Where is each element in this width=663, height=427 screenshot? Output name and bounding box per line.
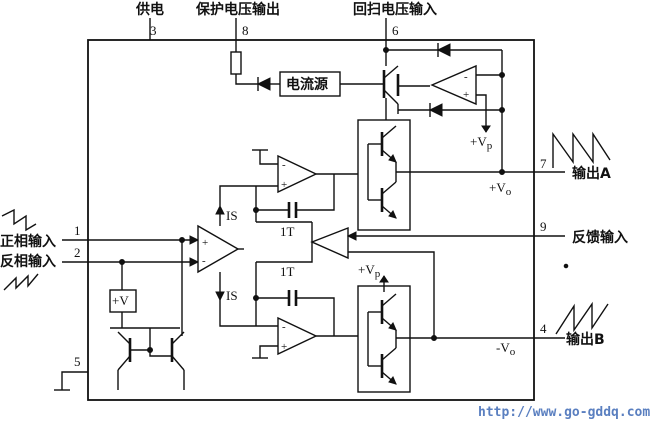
label-out-a: 输出A (572, 165, 611, 182)
driver-b-in (219, 292, 278, 327)
fb-out-down (256, 242, 313, 263)
is-top-arrow (215, 204, 225, 215)
junction-out-b (431, 335, 437, 341)
flyback-diode-top (436, 43, 451, 57)
junction-right-75 (499, 72, 505, 78)
stageB-t1-arrow (388, 322, 397, 331)
output-stage-b (357, 285, 411, 393)
input-amplifier (197, 224, 240, 274)
one-t-bottom: 1T (280, 264, 295, 279)
flyback-opamp-in2 (476, 94, 487, 122)
flyback-opamp-plus: + (463, 89, 469, 101)
label-out-b: 输出B (566, 331, 605, 348)
mirror-t2-c (171, 331, 185, 345)
stageA-t2-c (381, 181, 397, 195)
stageB-t2-c (381, 347, 397, 361)
vo-pos-label: +Vo (489, 180, 512, 198)
vp-bottom-label: +Vp (358, 262, 381, 280)
is-top-label: IS (226, 208, 238, 223)
feedback-opamp (310, 226, 349, 260)
vo-neg-label: -Vo (496, 340, 516, 358)
label-feedback-in: 反馈输入 (572, 229, 628, 246)
vref-label: +V (112, 293, 129, 308)
watermark: http://www.go-gddq.com (478, 405, 650, 420)
flyback-opamp-minus: - (464, 71, 468, 83)
sawtooth-in-bottom (3, 273, 39, 291)
pin-5: 5 (74, 354, 81, 369)
protect-wire (235, 74, 258, 85)
mirror-t1-e (117, 355, 131, 371)
protect-diode (256, 77, 271, 91)
pin-4: 4 (540, 321, 547, 336)
driver-b-minus: - (282, 321, 286, 333)
label-flyback-in: 回扫电压输入 (353, 1, 437, 18)
protect-resistor (230, 51, 242, 75)
mirror-t1-c (117, 331, 131, 345)
vref-box (109, 289, 137, 313)
stageA-t1-arrow (388, 154, 397, 163)
input-1-arrow (189, 235, 200, 245)
feedback-arrow (346, 231, 357, 241)
input-amp-plus: + (202, 237, 208, 249)
stageA-t1-c (381, 125, 397, 139)
driver-a-ref (259, 150, 278, 165)
vp-top-arrow (481, 125, 491, 133)
label-protect-out: 保护电压输出 (195, 1, 280, 18)
vp-bottom-arrow (379, 275, 389, 283)
stageB-t2-arrow (388, 376, 397, 385)
cap-b-right (296, 297, 335, 336)
sawtooth-out-a (552, 131, 611, 168)
pin-6: 6 (392, 23, 399, 38)
current-source-box (279, 71, 341, 97)
vp-top-label: +Vp (470, 134, 493, 152)
current-source-label: 电流源 (286, 76, 328, 93)
pin-8: 8 (242, 23, 249, 38)
label-inv-in: 反相输入 (0, 253, 56, 270)
pin-9: 9 (540, 219, 547, 234)
feedback-sense (348, 251, 435, 338)
flyback-opamp (430, 64, 477, 106)
label-supply: 供电 (135, 1, 164, 18)
cap-a-right (296, 174, 335, 211)
driver-b-plus: + (281, 341, 287, 353)
driver-opamp-b (277, 316, 318, 356)
sawtooth-out-b (555, 301, 609, 335)
pin-7: 7 (540, 156, 547, 171)
stageB-t1-c (381, 293, 397, 307)
pin-2: 2 (74, 245, 81, 260)
label-noninv-in: 正相输入 (0, 233, 56, 250)
is-bottom-label: IS (226, 288, 238, 303)
driver-opamp-a (277, 154, 318, 194)
flyback-diode-lower (428, 103, 443, 117)
one-t-top: 1T (280, 224, 295, 239)
ft-emitter (383, 89, 399, 105)
ic-outline (87, 39, 535, 401)
junction-out-a (499, 169, 505, 175)
driver-a-minus: - (282, 159, 286, 171)
ft-collector (383, 65, 399, 79)
input-amp-minus: - (202, 255, 206, 267)
output-stage-a (357, 119, 411, 231)
driver-a-in (219, 185, 278, 206)
input-2-arrow (189, 257, 200, 267)
stray-dot (563, 263, 569, 269)
driver-a-plus: + (281, 179, 287, 191)
sawtooth-in-top (1, 208, 37, 232)
pin-1: 1 (74, 223, 81, 238)
junction-right-110 (499, 107, 505, 113)
driver-b-ref (259, 345, 278, 358)
stageA-t2-arrow (388, 210, 397, 219)
pin5-ground (61, 371, 88, 390)
pin-3: 3 (150, 23, 157, 38)
is-bottom-arrow (215, 291, 225, 302)
mirror-t2-e (171, 355, 185, 371)
